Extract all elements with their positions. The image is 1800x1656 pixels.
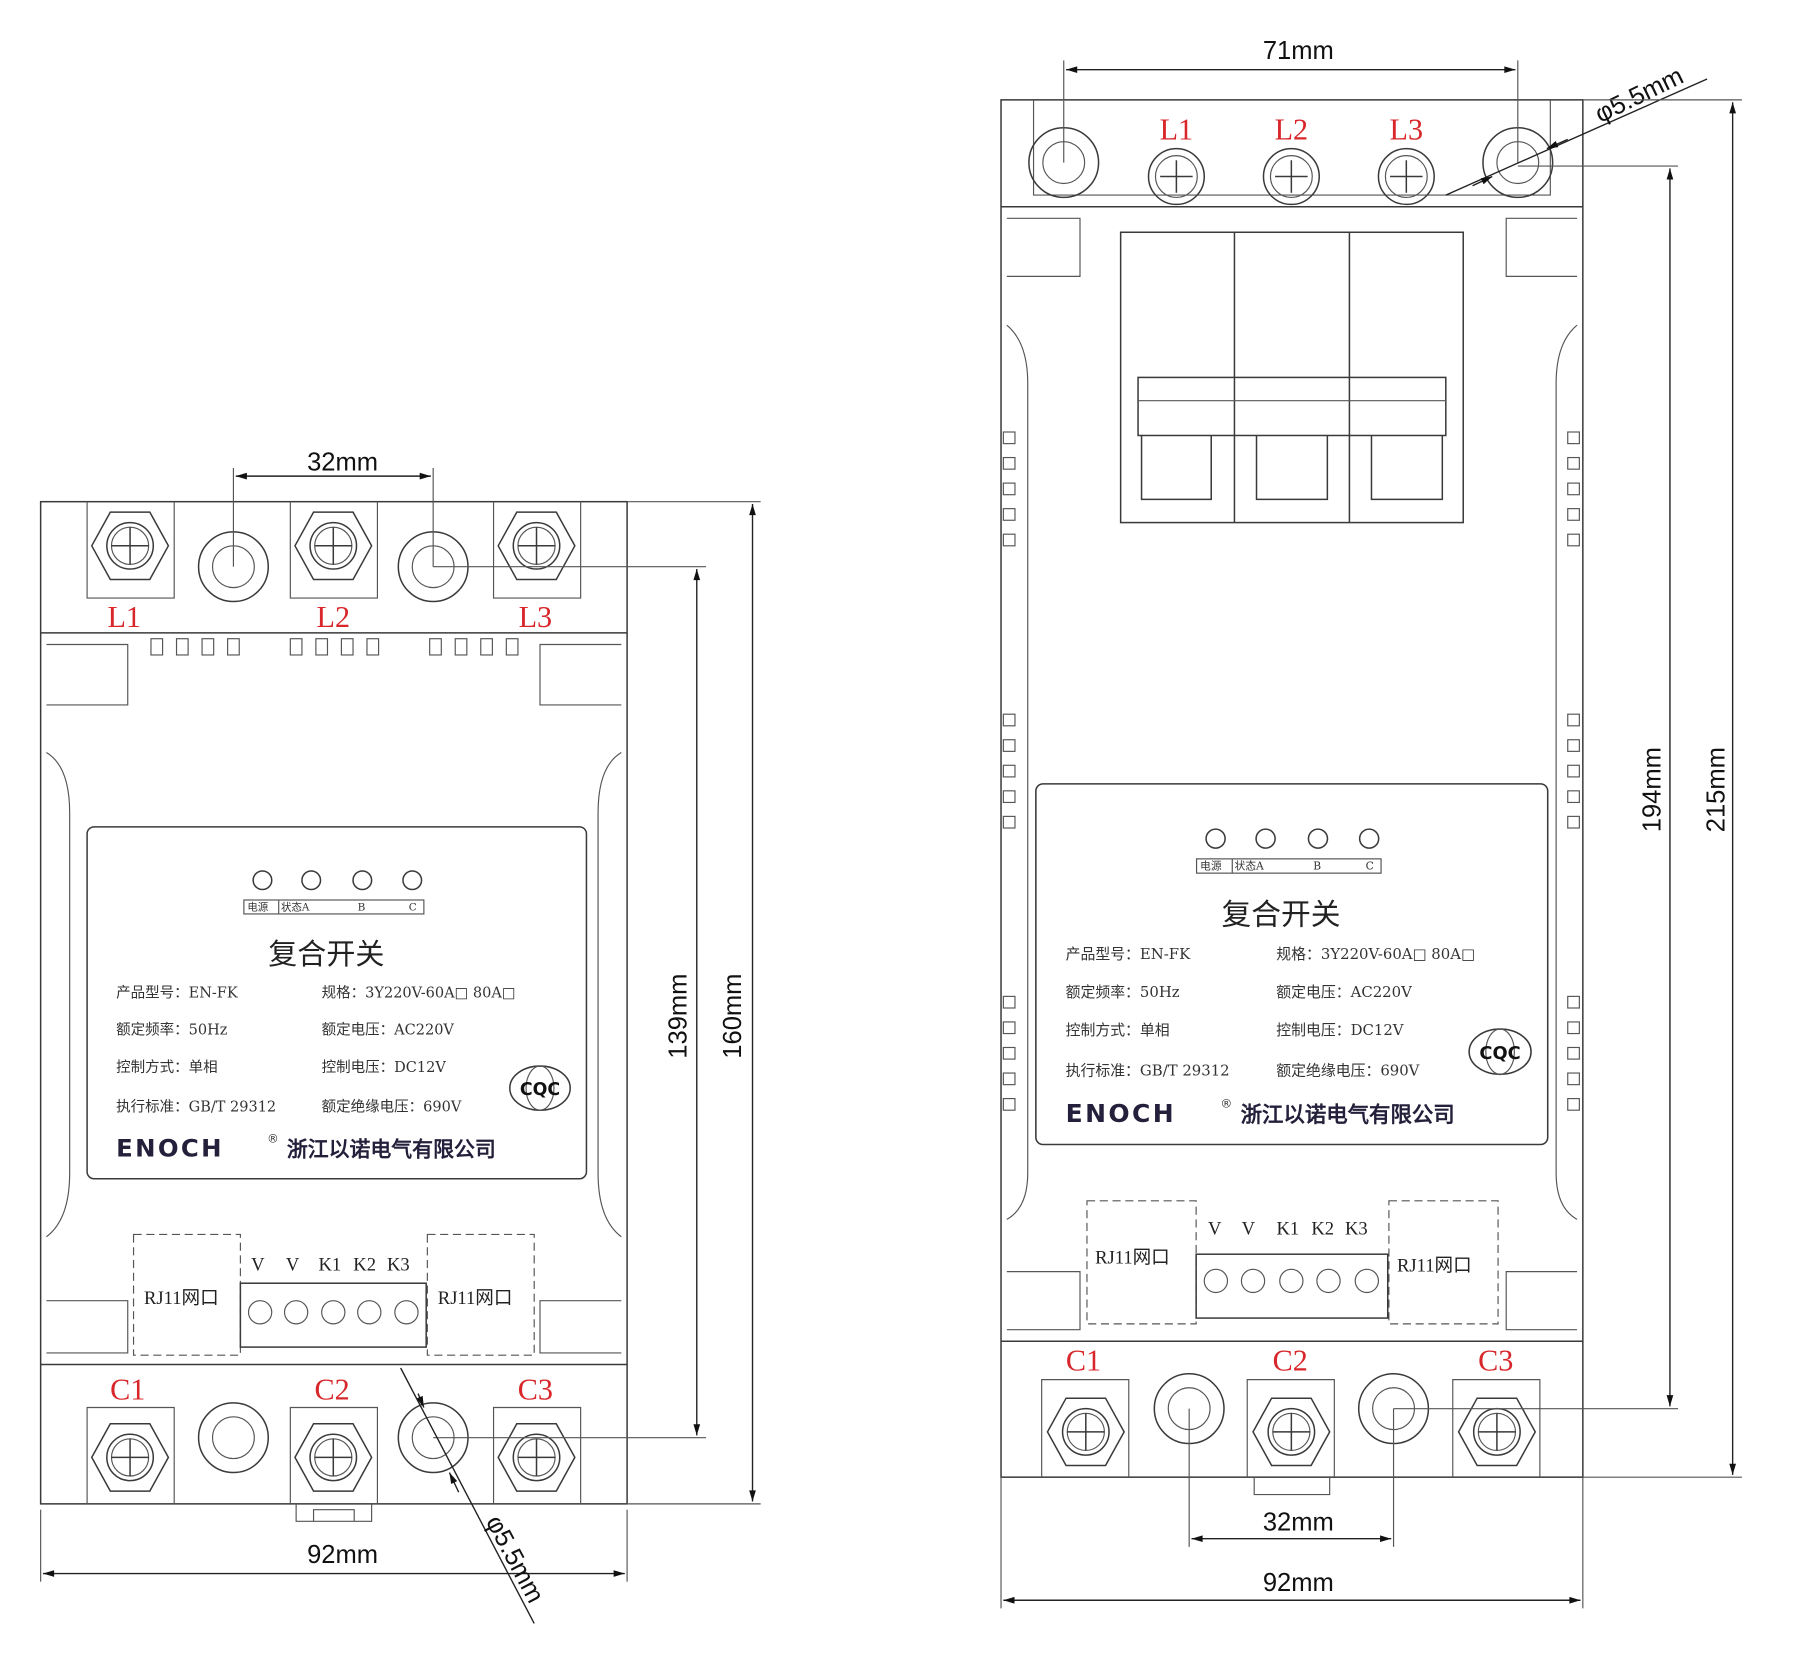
registered-mark: ®: [267, 1132, 279, 1146]
led-c: [1358, 828, 1380, 849]
cqc-text: CQC: [1479, 1043, 1520, 1064]
label-l1: L1: [1160, 112, 1194, 146]
label-l2: L2: [317, 600, 351, 634]
led-label-a: 状态A: [1235, 860, 1264, 873]
cqc-text: CQC: [520, 1080, 560, 1100]
led-power: [252, 870, 273, 891]
spec-control-mode: 控制方式：单相: [116, 1059, 218, 1076]
brand-logo: ENOCH: [116, 1134, 224, 1163]
label-c1: C1: [1066, 1343, 1101, 1377]
led-b: [1307, 828, 1329, 849]
spec-insulation: 额定绝缘电压：690V: [1276, 1062, 1419, 1080]
rj11-port: RJ11网口: [144, 1288, 219, 1309]
dim-width: 92mm: [307, 1541, 378, 1569]
terminal-l3: [497, 511, 576, 581]
spec-control-mode: 控制方式：单相: [1066, 1021, 1170, 1039]
front-view: L1 L2 L3 电源 状态A B C 复合开关 产品型号：EN-FK 规格：3…: [39, 448, 761, 1624]
spec-control-voltage: 控制电压：DC12V: [322, 1059, 447, 1076]
control-label-k1: K1: [318, 1254, 341, 1275]
led-label-power: 电源: [1200, 860, 1222, 873]
dim-height: 160mm: [719, 974, 747, 1059]
label-l3: L3: [1390, 112, 1424, 146]
led-label-b: B: [1313, 860, 1321, 873]
product-title: 复合开关: [268, 937, 384, 971]
rj11-port: RJ11网口: [438, 1288, 513, 1309]
label-l1: L1: [107, 600, 141, 634]
spec-model: 产品型号：EN-FK: [1066, 945, 1191, 963]
dim-width: 92mm: [1263, 1569, 1334, 1597]
terminal-l1: [90, 511, 170, 581]
spec-rating: 规格：3Y220V-60A□ 80A□: [322, 985, 516, 1002]
circuit-breaker: [1119, 231, 1464, 524]
cqc-logo: CQC: [1468, 1028, 1532, 1076]
spec-control-voltage: 控制电压：DC12V: [1276, 1021, 1403, 1039]
dim-hole-dia: φ5.5mm: [480, 1511, 549, 1608]
led-label-c: C: [1366, 860, 1374, 873]
terminal-c2: [1252, 1397, 1331, 1467]
terminal-l2: [294, 511, 373, 581]
control-label-k2: K2: [1311, 1218, 1334, 1239]
terminal-c1: [1046, 1397, 1125, 1467]
led-label-c: C: [409, 901, 417, 913]
control-label-k1: K1: [1277, 1218, 1300, 1239]
dim-hole-spacing: 32mm: [307, 448, 378, 476]
company-name: 浙江以诺电气有限公司: [287, 1138, 496, 1162]
rj11-port: RJ11网口: [1397, 1256, 1472, 1277]
label-c3: C3: [1478, 1343, 1513, 1377]
label-c3: C3: [518, 1372, 553, 1406]
spec-insulation: 额定绝缘电压：690V: [322, 1098, 462, 1115]
spec-standard: 执行标准：GB/T 29312: [1066, 1062, 1230, 1080]
dim-hole-height: 194mm: [1639, 747, 1667, 832]
spec-standard: 执行标准：GB/T 29312: [116, 1098, 276, 1115]
mount-hole: [197, 1402, 270, 1474]
led-label-power: 电源: [247, 900, 268, 913]
control-label-v: V: [1208, 1218, 1222, 1239]
terminal-l1: [1147, 147, 1206, 206]
nameplate: 电源 状态A B C 复合开关 产品型号：EN-FK 规格：3Y220V-60A…: [1035, 783, 1549, 1146]
led-b: [352, 870, 373, 891]
terminal-c3: [497, 1422, 576, 1492]
spec-frequency: 额定频率：50Hz: [1066, 983, 1180, 1001]
dim-hole-height: 139mm: [664, 974, 692, 1059]
control-label-k3: K3: [387, 1254, 410, 1275]
label-l2: L2: [1275, 112, 1309, 146]
control-label-k2: K2: [353, 1254, 376, 1275]
cqc-logo: CQC: [509, 1065, 571, 1111]
brand-logo: ENOCH: [1066, 1099, 1176, 1128]
dim-bottom-hole-spacing: 32mm: [1263, 1509, 1334, 1537]
led-label-b: B: [358, 901, 366, 913]
dim-top-hole-spacing: 71mm: [1263, 37, 1334, 65]
product-title: 复合开关: [1222, 897, 1341, 932]
led-label-a: 状态A: [281, 900, 310, 913]
label-l3: L3: [519, 600, 553, 634]
spec-frequency: 额定频率：50Hz: [116, 1022, 228, 1039]
led-power: [1205, 828, 1226, 849]
label-c2: C2: [1273, 1343, 1308, 1377]
led-a: [301, 870, 322, 891]
label-c2: C2: [315, 1372, 350, 1406]
control-label-v: V: [1242, 1218, 1256, 1239]
breaker-view: L1 L2 L3 电源 状态A B C 复合开关 产品型号：EN-FK 规格：3…: [1000, 37, 1742, 1609]
terminal-c1: [90, 1422, 170, 1492]
nameplate: 电源 状态A B C 复合开关 产品型号：EN-FK 规格：3Y220V-60A…: [86, 826, 588, 1180]
company-name: 浙江以诺电气有限公司: [1241, 1102, 1455, 1128]
led-a: [1255, 828, 1276, 849]
dim-height: 215mm: [1703, 747, 1731, 832]
dim-hole-dia: φ5.5mm: [1591, 62, 1688, 129]
spec-voltage: 额定电压：AC220V: [322, 1022, 455, 1039]
control-label-k3: K3: [1345, 1218, 1368, 1239]
terminal-c2: [294, 1422, 373, 1492]
label-c1: C1: [110, 1372, 145, 1406]
terminal-l2: [1262, 147, 1320, 206]
rj11-port: RJ11网口: [1095, 1247, 1170, 1268]
control-label-v: V: [251, 1254, 265, 1275]
spec-model: 产品型号：EN-FK: [116, 985, 239, 1002]
spec-voltage: 额定电压：AC220V: [1276, 983, 1412, 1001]
spec-rating: 规格：3Y220V-60A□ 80A□: [1276, 945, 1475, 963]
led-c: [402, 870, 423, 891]
terminal-l3: [1377, 147, 1435, 206]
control-label-v: V: [286, 1254, 300, 1275]
registered-mark: ®: [1220, 1097, 1232, 1111]
